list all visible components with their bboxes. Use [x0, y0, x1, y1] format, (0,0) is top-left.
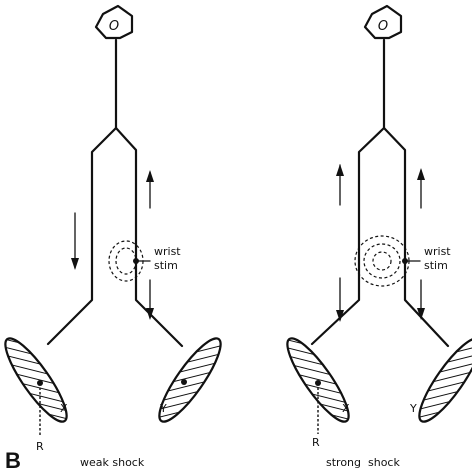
right-recording-label: R: [312, 436, 320, 449]
right-muscle-x: [279, 330, 360, 438]
left-panel: O wrist stim: [0, 6, 240, 469]
left-arrow-down-right: [146, 280, 154, 320]
left-arrow-up-right: [146, 170, 154, 208]
right-arrow-up-left: [336, 164, 344, 205]
right-soma-label: O: [378, 19, 388, 34]
right-muscle-y: [400, 332, 472, 438]
right-panel: O wrist stim: [279, 6, 472, 469]
left-muscle-x: [0, 330, 80, 438]
left-muscle-x-label: X: [60, 402, 68, 415]
left-stim-label-line1: wrist: [154, 245, 181, 258]
right-stim-label-line2: stim: [424, 259, 448, 272]
left-stimulation-zone: [109, 241, 150, 281]
right-muscle-y-label: Y: [409, 402, 417, 415]
right-muscle-x-label: X: [342, 402, 350, 415]
left-muscle-y: [140, 325, 240, 438]
right-caption: strong shock: [326, 456, 400, 469]
left-muscle-y-label: Y: [159, 402, 167, 415]
right-axon-right-branch: [384, 128, 448, 346]
right-stim-label-line1: wrist: [424, 245, 451, 258]
left-arrow-down-left: [71, 213, 79, 270]
left-recording-label: R: [36, 440, 44, 453]
right-stimulation-zone: [355, 236, 420, 286]
right-axon: [312, 40, 384, 344]
panel-letter: B: [5, 448, 21, 473]
left-stim-label-line2: stim: [154, 259, 178, 272]
left-axon: [48, 40, 116, 344]
left-caption: weak shock: [80, 456, 145, 469]
left-soma-label: O: [109, 19, 119, 34]
right-arrow-up-right: [417, 168, 425, 208]
